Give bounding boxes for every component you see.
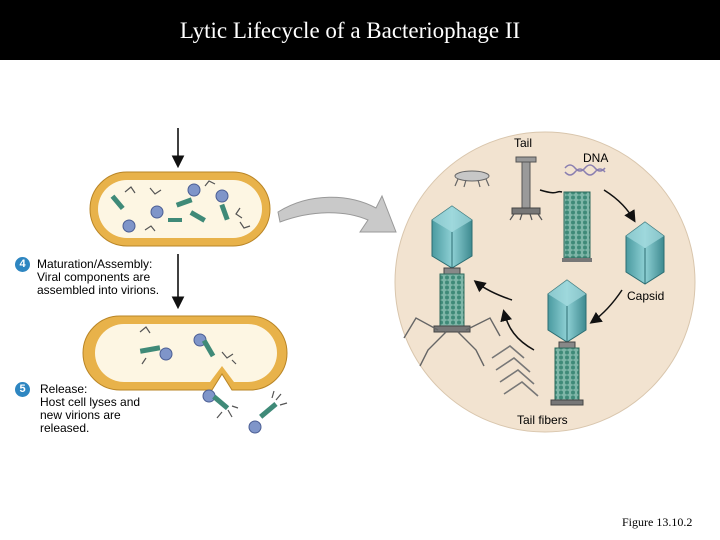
lytic-cycle-diagram — [82, 128, 696, 434]
sheath-part — [562, 191, 592, 262]
cycle-arrow-1 — [539, 189, 563, 194]
step-4-badge: 4 — [15, 257, 30, 272]
capsid-part — [625, 221, 665, 285]
title-bar: Lytic Lifecycle of a Bacteriophage II — [0, 0, 720, 60]
assembled-phage-left — [403, 205, 501, 367]
tail-label: Tail — [514, 136, 533, 150]
cycle-arrow-2 — [603, 189, 636, 223]
bacterial-cell-assembly — [89, 171, 271, 247]
cycle-arrow-3 — [589, 289, 623, 324]
zoom-circle — [394, 131, 696, 433]
page-title: Lytic Lifecycle of a Bacteriophage II — [179, 18, 521, 43]
cycle-arrow-5 — [473, 280, 513, 301]
dna-strand — [564, 164, 606, 176]
lysed-cell — [82, 315, 288, 391]
cycle-arrow-4 — [500, 309, 535, 351]
released-virions — [202, 389, 288, 434]
capsid-label: Capsid — [627, 289, 665, 303]
tail-core-part — [509, 156, 543, 221]
step-5-badge: 5 — [15, 382, 30, 397]
figure-caption: Figure 13.10.2 — [622, 515, 693, 529]
step-5-text: Release: Host cell lyses and new virions… — [40, 382, 141, 435]
tail-fibers-label: Tail fibers — [517, 413, 568, 427]
assembled-phage-center — [547, 279, 587, 406]
zoom-arrow — [277, 194, 397, 233]
step-4-text: Maturation/Assembly: Viral components ar… — [37, 257, 160, 297]
tail-fibers-part — [491, 344, 539, 397]
baseplate-part — [454, 170, 490, 188]
dna-label: DNA — [583, 151, 609, 165]
phage-parts — [110, 180, 251, 233]
